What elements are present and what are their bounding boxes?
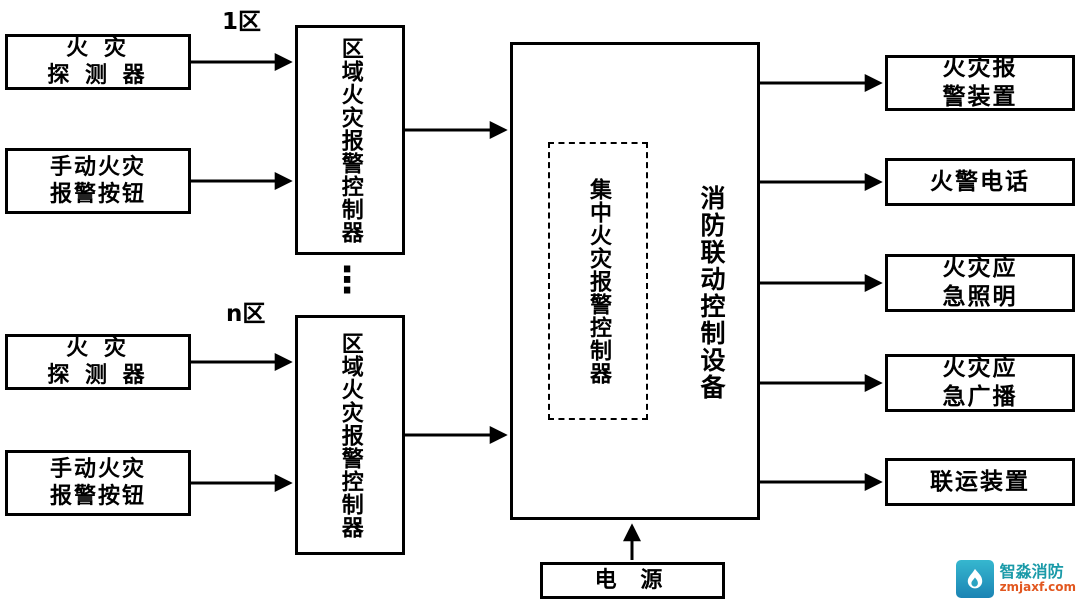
vertical-ellipsis: ⋮: [329, 259, 365, 301]
central-fire-alarm-controller-box: 集中火灾报警控制器: [548, 142, 648, 420]
fire-phone-box: 火警电话: [885, 158, 1075, 206]
regional-fire-alarm-controller-box-zonen: 区域火灾报警控制器: [295, 315, 405, 555]
watermark: 智淼消防 zmjaxf.com: [955, 560, 1076, 598]
manual-alarm-button-box-zone1: 手动火灾 报警按钮: [5, 148, 191, 214]
zone-1-label: 1区: [222, 9, 262, 35]
watermark-name: 智淼消防: [999, 561, 1064, 581]
emergency-broadcast-box: 火灾应 急广播: [885, 354, 1075, 412]
manual-alarm-button-box-zonen: 手动火灾 报警按钮: [5, 450, 191, 516]
zone-n-label: n区: [226, 301, 266, 327]
watermark-flame-logo-icon: [955, 560, 994, 598]
linkage-device-box: 联运装置: [885, 458, 1075, 506]
watermark-url: zmjaxf.com: [999, 580, 1076, 595]
regional-fire-alarm-controller-box-zone1: 区域火灾报警控制器: [295, 25, 405, 255]
power-supply-box: 电 源: [540, 562, 725, 599]
fire-alarm-device-box: 火灾报 警装置: [885, 55, 1075, 111]
fire-detector-box-zone1: 火 灾 探 测 器: [5, 34, 191, 90]
emergency-lighting-box: 火灾应 急照明: [885, 254, 1075, 312]
fire-detector-box-zonen: 火 灾 探 测 器: [5, 334, 191, 390]
fire-linkage-control-equipment-label: 消防联动控制设备: [697, 185, 726, 401]
